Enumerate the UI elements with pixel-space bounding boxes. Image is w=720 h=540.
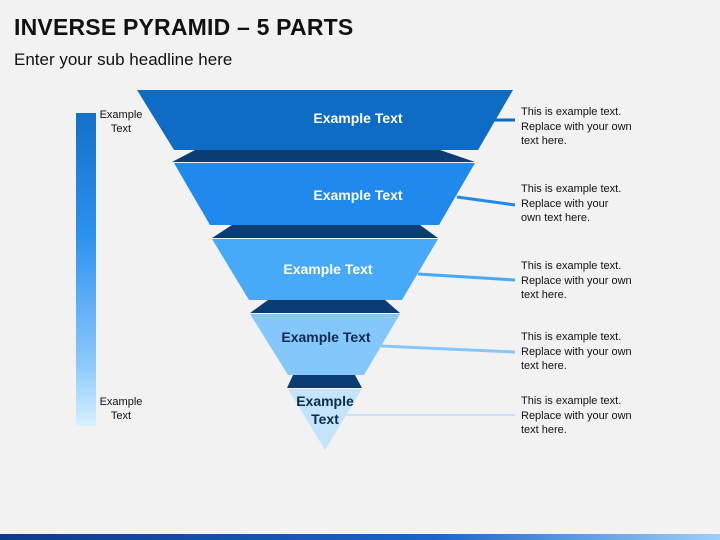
pyramid-layer-1 bbox=[137, 90, 513, 150]
layer-3-shadow bbox=[250, 300, 400, 313]
scale-top-label: Example Text bbox=[99, 109, 143, 135]
layer-2-description: This is example text. Replace with your … bbox=[521, 183, 622, 224]
layer-2-label: Example Text bbox=[313, 187, 403, 203]
connector-line-4 bbox=[380, 344, 516, 354]
layer-4-description: This is example text. Replace with your … bbox=[521, 331, 632, 372]
page-subtitle: Enter your sub headline here bbox=[14, 50, 233, 69]
bottom-accent-strip bbox=[0, 534, 720, 540]
connector-line-3 bbox=[417, 272, 516, 282]
layer-1-description: This is example text. Replace with your … bbox=[521, 106, 632, 147]
layer-4-label: Example Text bbox=[281, 329, 371, 345]
page-title: INVERSE PYRAMID – 5 PARTS bbox=[14, 14, 354, 40]
layer-1-shadow bbox=[172, 150, 475, 162]
pyramid-layer-5 bbox=[288, 389, 362, 450]
gradient-scale-bar bbox=[76, 113, 96, 426]
layer-3-description: This is example text. Replace with your … bbox=[521, 260, 632, 301]
scale-bottom-label: Example Text bbox=[99, 396, 143, 422]
pyramid-layer-4 bbox=[250, 314, 400, 375]
layer-5-description: This is example text. Replace with your … bbox=[521, 395, 632, 436]
connector-line-2 bbox=[456, 195, 516, 207]
layer-4-shadow bbox=[287, 375, 362, 388]
pyramid-layer-2 bbox=[174, 163, 475, 225]
layer-2-shadow bbox=[212, 225, 438, 238]
layer-3-label: Example Text bbox=[283, 261, 373, 277]
layer-5-label: Example Text bbox=[296, 393, 354, 427]
layer-1-label: Example Text bbox=[313, 110, 403, 126]
pyramid-layer-3 bbox=[212, 239, 438, 300]
